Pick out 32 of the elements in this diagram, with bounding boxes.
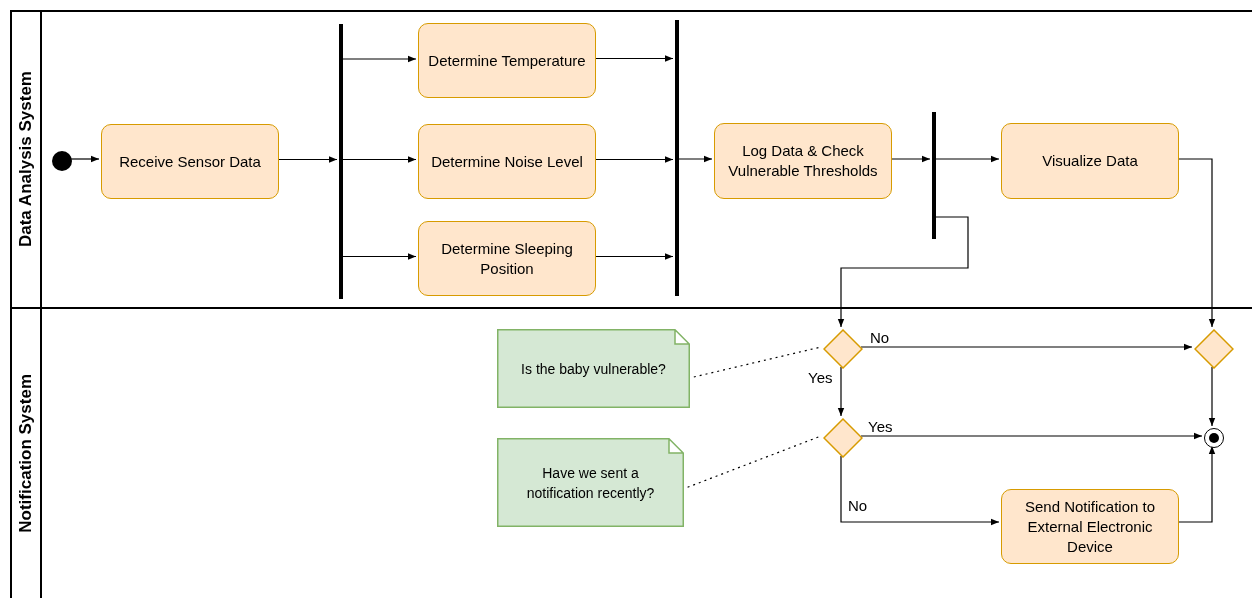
arrow (860, 343, 1193, 351)
decision-diamond (1194, 329, 1234, 369)
arrow (340, 253, 417, 260)
arrow (340, 156, 417, 163)
start-node (52, 151, 72, 171)
fork-bar (339, 24, 343, 299)
note: Have we sent a notification recently? (497, 438, 684, 527)
arrow (837, 216, 969, 328)
swimlane (10, 10, 1252, 307)
action-box: Determine Temperature (418, 23, 596, 98)
action-box: Determine Sleeping Position (418, 221, 596, 296)
action-box: Determine Noise Level (418, 124, 596, 199)
note: Is the baby vulnerable? (497, 329, 690, 408)
arrow (676, 155, 713, 163)
arrow (340, 55, 417, 63)
arrow (837, 366, 845, 417)
decision-diamond (823, 329, 863, 369)
action-box: Log Data & Check Vulnerable Thresholds (714, 123, 892, 199)
action-box: Visualize Data (1001, 123, 1179, 199)
fork-bar (675, 20, 679, 296)
action-box: Send Notification to External Electronic Device (1001, 489, 1179, 564)
arrow (1208, 366, 1216, 427)
lane-header: Notification System (12, 309, 42, 598)
lane-header: Data Analysis System (12, 12, 42, 307)
final-node (1204, 428, 1224, 448)
decision-diamond (823, 418, 863, 458)
arrow (933, 155, 1000, 163)
fork-bar (932, 112, 936, 239)
action-box: Receive Sensor Data (101, 124, 279, 199)
arrow (860, 432, 1203, 440)
swimlane (10, 307, 1252, 598)
arrow (840, 455, 1000, 526)
